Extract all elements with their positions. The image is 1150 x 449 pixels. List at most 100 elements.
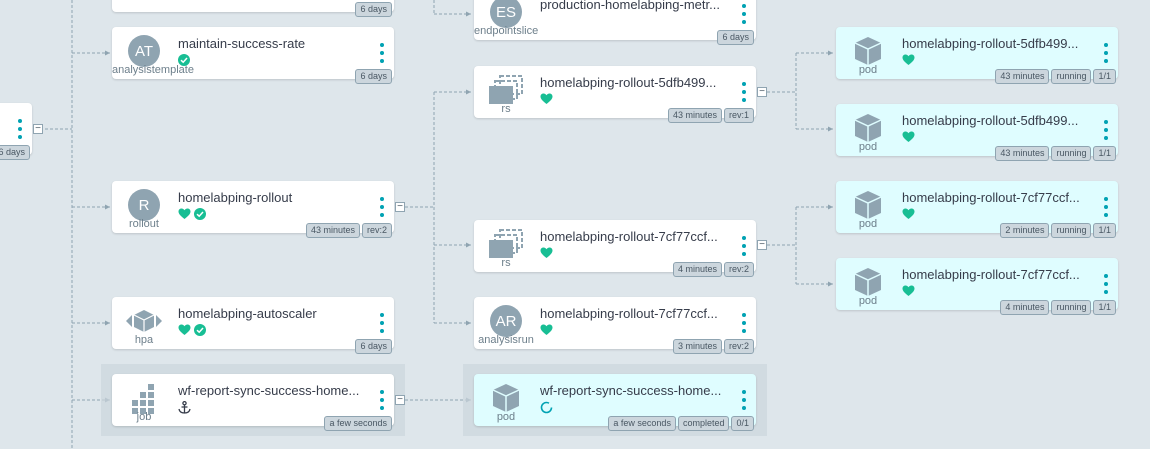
node-menu-button[interactable] xyxy=(1102,43,1110,63)
age-badge: 3 minutes xyxy=(672,339,722,354)
hpa-icon xyxy=(126,310,162,332)
node-kind: pod xyxy=(858,141,878,153)
node-menu-button[interactable] xyxy=(740,4,748,24)
ready-badge: 0/1 xyxy=(731,416,754,431)
age-badge: 4 minutes xyxy=(1000,300,1050,315)
age-badge: 43 minutes xyxy=(995,146,1050,161)
heart-icon xyxy=(902,54,915,65)
node-menu-button[interactable] xyxy=(1102,274,1110,294)
anchor-icon xyxy=(178,400,191,414)
node-kind: pod xyxy=(858,295,878,307)
node-kind: pod xyxy=(858,218,878,230)
collapse-toggle[interactable]: − xyxy=(757,87,767,97)
age-badge: 43 minutes xyxy=(995,69,1050,84)
partial-app-node[interactable]: 6 days xyxy=(0,103,32,160)
check-circle-icon xyxy=(178,54,190,66)
ready-badge: 1/1 xyxy=(1093,300,1116,315)
age-badge: 2 minutes xyxy=(1000,223,1050,238)
heart-icon xyxy=(178,324,191,335)
replicaset-icon xyxy=(489,75,523,104)
phase-badge: running xyxy=(1051,223,1092,238)
age-badge: 4 minutes xyxy=(672,262,722,277)
revision-badge: rev:2 xyxy=(361,223,392,238)
node-title: homelabping-rollout-5dfb499... xyxy=(902,113,1079,128)
collapse-toggle[interactable]: − xyxy=(757,240,767,250)
node-menu-button[interactable] xyxy=(378,313,386,333)
node-menu-button[interactable] xyxy=(378,390,386,410)
heart-icon xyxy=(902,208,915,219)
check-circle-icon xyxy=(194,324,206,336)
ready-badge: 1/1 xyxy=(1093,223,1116,238)
node-title: homelabping-rollout-5dfb499... xyxy=(540,75,717,90)
age-badge: a few seconds xyxy=(608,416,676,431)
age-badge: 6 days xyxy=(355,2,392,17)
node-menu-button[interactable] xyxy=(1102,120,1110,140)
phase-badge: running xyxy=(1051,69,1092,84)
node-title: homelabping-rollout-7cf77ccf... xyxy=(540,229,718,244)
node-kind: pod xyxy=(858,64,878,76)
replicaset-node-1[interactable]: rs homelabping-rollout-5dfb499... 43 min… xyxy=(474,66,756,123)
node-title: maintain-success-rate xyxy=(178,36,306,51)
age-badge: 6 days xyxy=(0,145,30,160)
heart-icon xyxy=(178,208,191,219)
rollout-node[interactable]: R rollout homelabping-rollout 43 minutes… xyxy=(112,181,394,238)
node-menu-button[interactable] xyxy=(378,197,386,217)
collapse-toggle[interactable]: − xyxy=(395,395,405,405)
node-kind: rs xyxy=(501,257,511,269)
node-title: homelabping-rollout-5dfb499... xyxy=(902,36,1079,51)
node-kind: hpa xyxy=(134,334,154,346)
node-menu-button[interactable] xyxy=(1102,197,1110,217)
heart-icon xyxy=(902,285,915,296)
node-title: homelabping-autoscaler xyxy=(178,306,317,321)
collapse-toggle[interactable]: − xyxy=(33,124,43,134)
age-badge: 6 days xyxy=(717,30,754,45)
collapse-toggle[interactable]: − xyxy=(395,202,405,212)
ready-badge: 1/1 xyxy=(1093,146,1116,161)
pod-node-2[interactable]: pod homelabping-rollout-5dfb499... 43 mi… xyxy=(836,104,1118,161)
node-kind: endpointslice xyxy=(474,25,539,37)
phase-badge: running xyxy=(1051,300,1092,315)
job-node[interactable]: job wf-report-sync-success-home... a few… xyxy=(112,374,394,431)
analysistemplate-node[interactable]: AT analysistemplate maintain-success-rat… xyxy=(112,27,394,84)
revision-badge: rev:1 xyxy=(723,108,754,123)
heart-icon xyxy=(540,324,553,335)
heart-icon xyxy=(902,131,915,142)
revision-badge: rev:2 xyxy=(723,339,754,354)
node-menu-button[interactable] xyxy=(378,43,386,63)
replicaset-icon xyxy=(489,229,523,258)
pod-cube-icon xyxy=(854,37,882,65)
top-left-node[interactable]: 6 days xyxy=(112,0,394,17)
node-menu-button[interactable] xyxy=(740,236,748,256)
node-menu-button[interactable] xyxy=(16,119,24,139)
node-title: homelabping-rollout xyxy=(178,190,293,205)
rollout-avatar: R xyxy=(128,189,160,221)
node-menu-button[interactable] xyxy=(740,82,748,102)
pod-node-4[interactable]: pod homelabping-rollout-7cf77ccf... 4 mi… xyxy=(836,258,1118,315)
analysisrun-avatar: AR xyxy=(490,305,522,337)
node-menu-button[interactable] xyxy=(740,313,748,333)
node-kind: rs xyxy=(501,103,511,115)
age-badge: 6 days xyxy=(355,339,392,354)
node-title: production-homelabping-metr... xyxy=(540,0,720,12)
heart-icon xyxy=(540,93,553,104)
hpa-node[interactable]: hpa homelabping-autoscaler 6 days xyxy=(112,297,394,354)
analysistemplate-avatar: AT xyxy=(128,35,160,67)
node-menu-button[interactable] xyxy=(740,390,748,410)
check-circle-icon xyxy=(194,208,206,220)
job-pod-node[interactable]: pod wf-report-sync-success-home... a few… xyxy=(474,374,756,431)
analysisrun-node[interactable]: AR analysisrun homelabping-rollout-7cf77… xyxy=(474,297,756,354)
pod-cube-icon xyxy=(854,268,882,296)
phase-badge: running xyxy=(1051,146,1092,161)
ready-badge: 1/1 xyxy=(1093,69,1116,84)
age-badge: 43 minutes xyxy=(305,223,360,238)
endpointslice-avatar: ES xyxy=(490,0,522,28)
endpointslice-node[interactable]: ES endpointslice production-homelabping-… xyxy=(474,0,756,45)
replicaset-node-2[interactable]: rs homelabping-rollout-7cf77ccf... 4 min… xyxy=(474,220,756,277)
pod-node-1[interactable]: pod homelabping-rollout-5dfb499... 43 mi… xyxy=(836,27,1118,84)
node-kind: analysisrun xyxy=(478,334,534,346)
pod-node-3[interactable]: pod homelabping-rollout-7cf77ccf... 2 mi… xyxy=(836,181,1118,238)
age-badge: 6 days xyxy=(355,69,392,84)
progress-spinner-icon xyxy=(540,401,553,413)
node-kind: pod xyxy=(496,411,516,423)
